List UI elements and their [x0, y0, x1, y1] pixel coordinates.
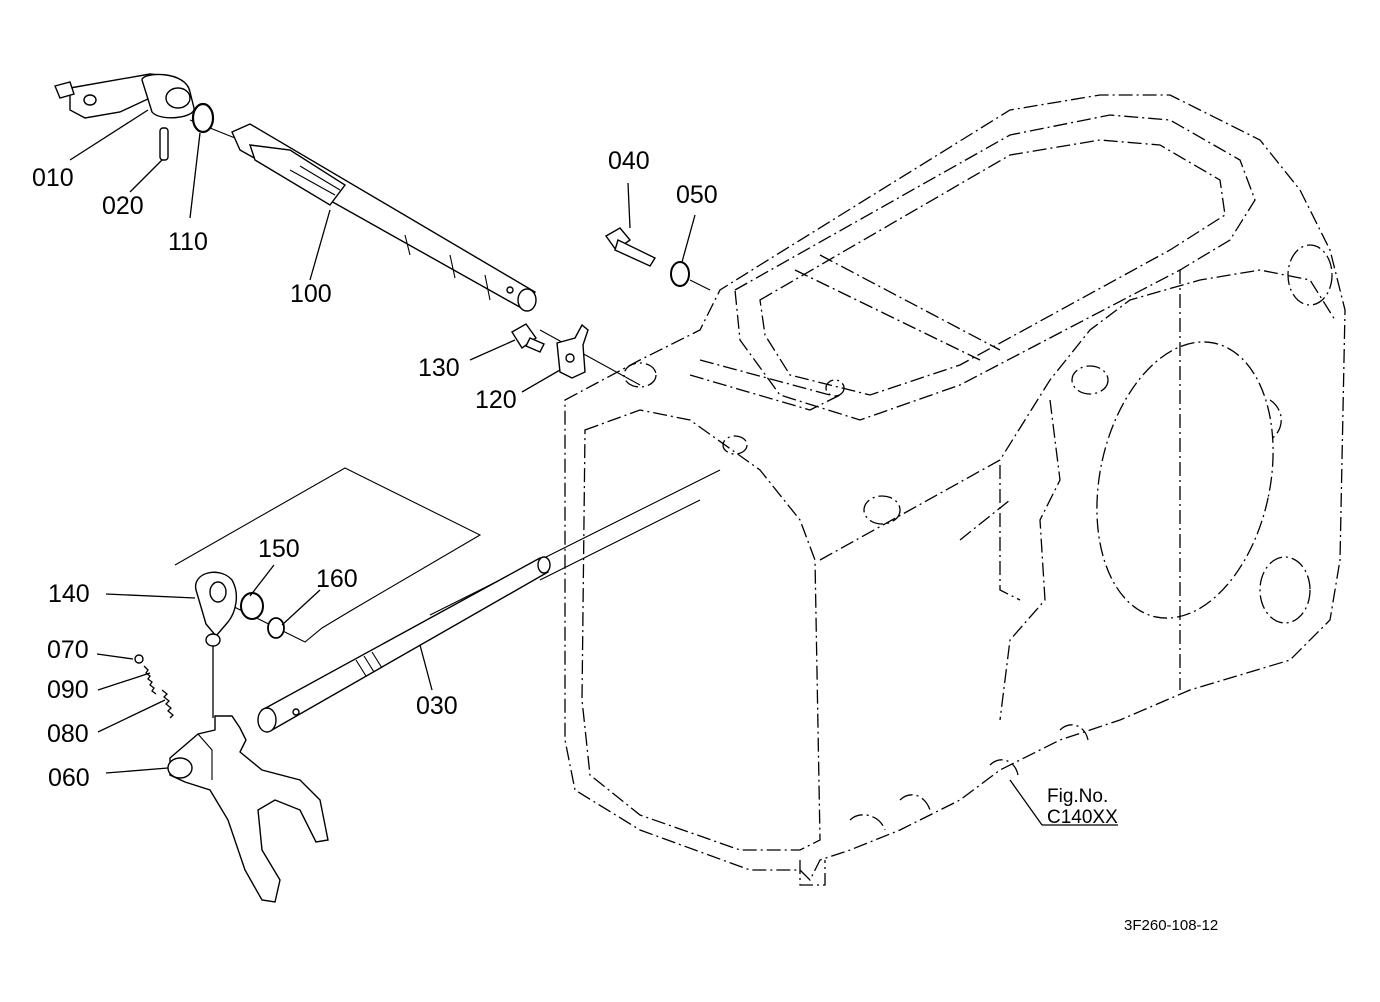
assembly-axis [539, 329, 641, 386]
o-ring-160-part [267, 617, 285, 639]
transmission-housing [564, 94, 1346, 886]
figure-ref-label: Fig.No. [1047, 786, 1108, 807]
leader-lines [69, 109, 1118, 826]
plate-part [556, 323, 589, 379]
bolt-part [604, 227, 657, 267]
part-label: 160 [316, 565, 358, 593]
part-label: 060 [48, 764, 90, 792]
part-labels: 010 020 110 100 040 050 130 120 150 160 … [32, 147, 718, 792]
spring-pin-part [159, 127, 169, 161]
ball-part [134, 654, 144, 664]
document-id: 3F260-108-12 [1124, 917, 1218, 934]
part-label: 010 [32, 164, 74, 192]
o-ring-110-part [191, 102, 215, 134]
part-label: 140 [48, 580, 90, 608]
part-label: 150 [258, 535, 300, 563]
rod-end-part [195, 571, 238, 718]
part-label: 080 [47, 720, 89, 748]
lever-arm-part [54, 73, 195, 119]
part-label: 110 [168, 228, 208, 256]
washer-part [670, 261, 690, 287]
fork-rod-part [257, 556, 551, 733]
part-label: 100 [290, 280, 332, 308]
inset-outline [174, 467, 482, 643]
part-label: 050 [676, 181, 718, 209]
part-label: 030 [416, 692, 458, 720]
part-label: 130 [418, 354, 460, 382]
part-label: 120 [475, 386, 517, 414]
snap-ring-part [240, 592, 264, 620]
part-label: 090 [47, 676, 89, 704]
spring-090-part [143, 665, 157, 695]
shift-shaft-part [231, 123, 537, 312]
plug-part [511, 323, 545, 353]
figure-ref-code: C140XX [1047, 807, 1118, 828]
part-label: 020 [102, 192, 144, 220]
part-label: 040 [608, 147, 650, 175]
part-label: 070 [47, 636, 89, 664]
shift-fork-part [167, 715, 329, 903]
spring-080-part [161, 689, 174, 719]
